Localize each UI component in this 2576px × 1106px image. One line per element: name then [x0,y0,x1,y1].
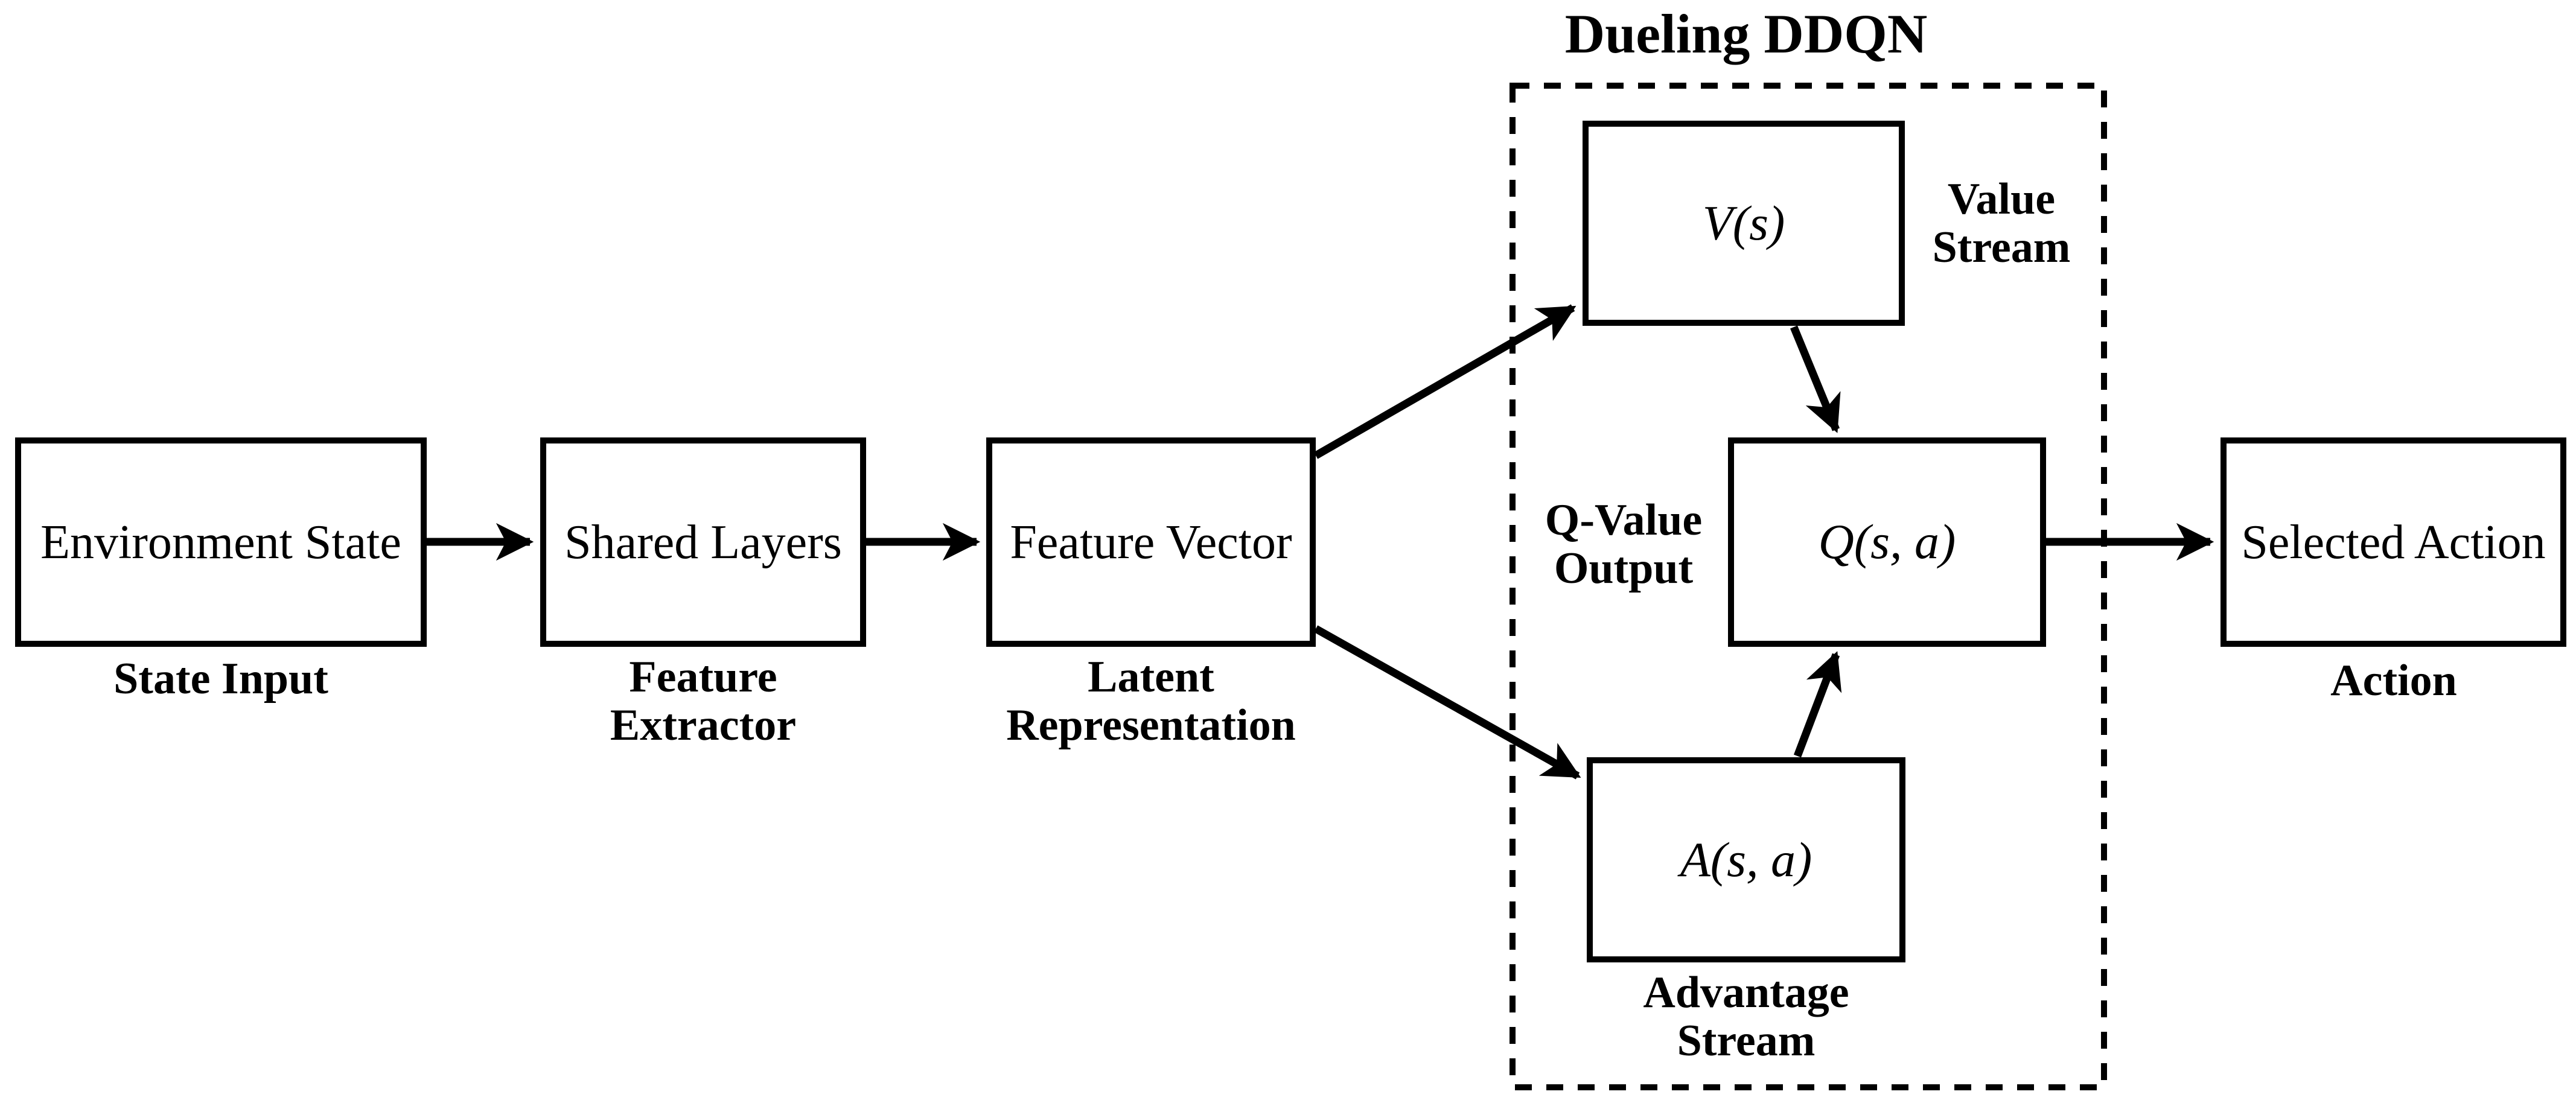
node-value-function-label: V(s) [1702,195,1785,250]
caption-latent-representation-line2: Representation [1006,701,1296,750]
caption-value-stream-line1: Value [1947,174,2056,224]
caption-action: Action [2213,656,2575,705]
caption-advantage-stream-line2: Stream [1677,1016,1816,1066]
caption-latent-representation-line1: Latent [1088,652,1214,702]
caption-q-value-output-line1: Q-Value [1545,495,1703,545]
node-advantage-function: A(s, a) [1587,757,1905,962]
dueling-ddqn-dashed-container [1510,83,2107,1090]
arrow-feature-vector-to-value-stream [1313,304,1577,459]
node-q-value: Q(s, a) [1728,437,2046,647]
node-environment-state-label: Environment State [40,515,401,569]
node-selected-action: Selected Action [2221,437,2566,647]
node-advantage-function-label: A(s, a) [1680,831,1812,887]
caption-q-value-output-line2: Output [1554,544,1694,593]
node-value-function: V(s) [1583,121,1905,326]
node-shared-layers: Shared Layers [540,437,866,647]
arrow-advantage-to-q-value [1793,651,1842,758]
caption-latent-representation: Latent Representation [940,653,1362,749]
diagram-title: Dueling DDQN [1564,3,1928,65]
arrow-feature-vector-to-advantage-stream [1313,625,1581,780]
caption-state-input: State Input [40,655,402,703]
caption-feature-extractor-line1: Feature [629,652,777,702]
node-feature-vector-label: Feature Vector [1010,515,1292,569]
caption-value-stream-line2: Stream [1932,223,2071,272]
caption-advantage-stream-line1: Advantage [1643,968,1849,1017]
node-environment-state: Environment State [15,437,427,647]
node-selected-action-label: Selected Action [2241,515,2546,569]
caption-value-stream: Value Stream [1911,175,2092,272]
caption-feature-extractor: Feature Extractor [522,653,884,749]
node-q-value-label: Q(s, a) [1818,514,1956,570]
node-shared-layers-label: Shared Layers [564,515,842,569]
node-feature-vector: Feature Vector [986,437,1316,647]
caption-action-line1: Action [2330,656,2457,705]
arrow-value-to-q-value [1790,325,1841,433]
caption-feature-extractor-line2: Extractor [610,701,797,750]
caption-advantage-stream: Advantage Stream [1595,968,1897,1065]
caption-state-input-line1: State Input [113,654,328,704]
caption-q-value-output: Q-Value Output [1519,496,1729,593]
